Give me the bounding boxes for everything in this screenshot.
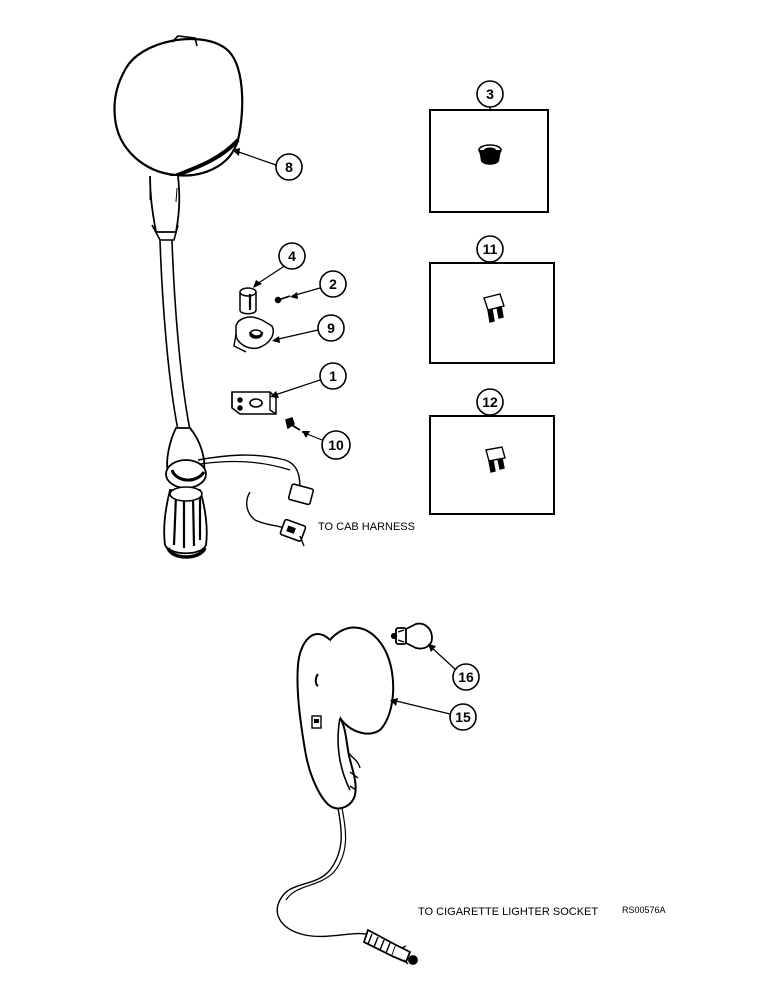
callout-9: 9 (272, 314, 345, 343)
hand-lamp-assembly (276, 622, 433, 965)
callout-10: 10 (301, 430, 351, 460)
cigarette-lighter-label: TO CIGARETTE LIGHTER SOCKET (418, 906, 598, 918)
callout-11-label: 11 (483, 241, 498, 257)
lamp-top-tab (171, 35, 198, 47)
plug-icon (478, 144, 502, 165)
callout-3-label: 3 (486, 86, 494, 102)
cab-harness-label: TO CAB HARNESS (318, 521, 415, 533)
lamp-neck (149, 175, 181, 233)
part-12-box: 12 (429, 388, 555, 515)
mounting-hardware (231, 287, 301, 431)
part-3-box: 3 (429, 80, 549, 213)
callout-8-label: 8 (285, 159, 293, 175)
callout-2: 2 (290, 270, 347, 299)
lamp-wire (197, 454, 301, 491)
lamp-rim (169, 138, 240, 180)
hand-lamp-cord (276, 807, 371, 938)
blade-fuse-icon (485, 446, 506, 473)
lamp-arm (159, 239, 191, 431)
callout-16: 16 (428, 644, 480, 691)
figure-reference: RS00576A (622, 905, 666, 915)
bushing (239, 292, 257, 315)
callout-15-label: 15 (455, 709, 471, 725)
callout-2-label: 2 (329, 276, 337, 292)
part-11-box: 11 (429, 235, 555, 364)
lamp-head (113, 37, 244, 177)
callout-1: 1 (270, 362, 347, 398)
callout-12-label: 12 (482, 394, 498, 410)
callout-8: 8 (232, 148, 303, 181)
bulb (390, 622, 433, 650)
callout-1-label: 1 (329, 368, 337, 384)
cigarette-lighter-plug (362, 928, 418, 965)
callout-4: 4 (253, 242, 306, 288)
callout-16-label: 16 (458, 669, 474, 685)
callout-9-label: 9 (327, 320, 335, 336)
callout-15: 15 (390, 698, 477, 731)
blade-fuse-icon (483, 293, 505, 323)
work-lamp-assembly (113, 35, 315, 559)
callout-4-label: 4 (288, 248, 296, 264)
callout-10-label: 10 (328, 437, 344, 453)
